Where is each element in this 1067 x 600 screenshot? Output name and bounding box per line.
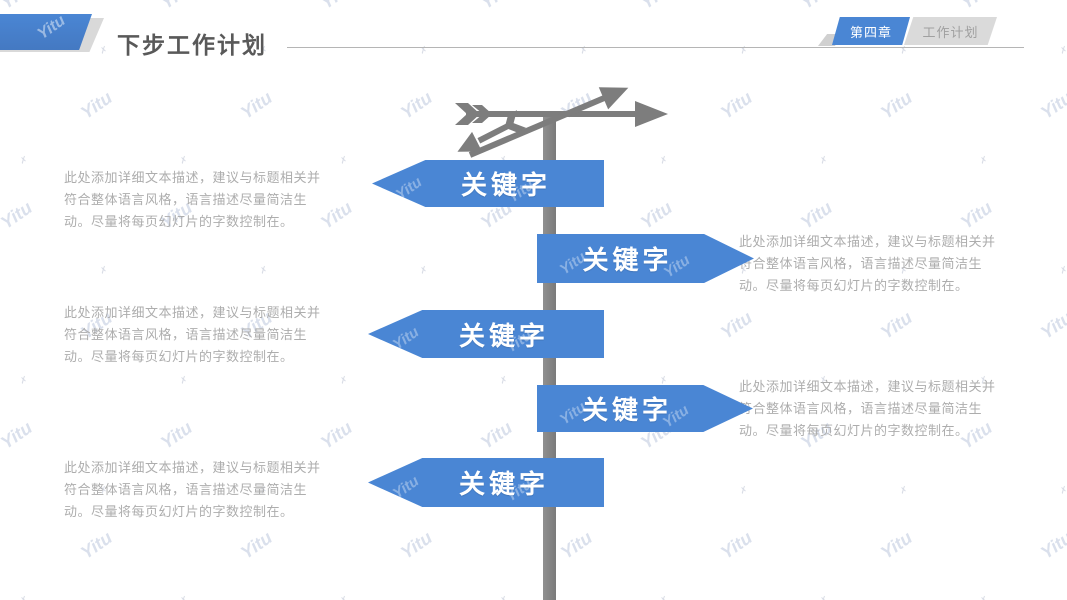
watermark-mark: ✗: [738, 484, 749, 497]
sign-board-2: Yitu Yitu 关键字: [537, 234, 754, 283]
watermark: Yitu: [956, 197, 996, 233]
logo-ribbon: Yitu: [0, 14, 92, 50]
watermark: Yitu: [716, 527, 756, 563]
watermark: Yitu: [389, 472, 422, 503]
watermark-mark: ✗: [978, 154, 989, 167]
watermark-mark: ✗: [1058, 484, 1067, 497]
watermark: Yitu: [476, 417, 516, 453]
watermark-mark: ✗: [818, 594, 829, 600]
watermark: Yitu: [389, 323, 422, 354]
watermark-mark: ✗: [498, 374, 509, 387]
watermark: Yitu: [876, 527, 916, 563]
watermark: Yitu: [637, 0, 676, 14]
watermark: Yitu: [76, 527, 116, 563]
watermark-mark: ✗: [338, 594, 349, 600]
watermark: Yitu: [797, 0, 836, 14]
watermark-mark: ✗: [418, 44, 429, 57]
watermark: Yitu: [34, 14, 69, 44]
watermark: Yitu: [156, 417, 196, 453]
watermark: Yitu: [0, 0, 36, 14]
watermark-mark: ✗: [338, 374, 349, 387]
watermark-mark: ✗: [658, 594, 669, 600]
watermark: Yitu: [1036, 527, 1067, 563]
watermark: Yitu: [556, 527, 596, 563]
sign-label: 关键字: [458, 320, 549, 351]
watermark-mark: ✗: [818, 154, 829, 167]
watermark: Yitu: [716, 307, 756, 343]
watermark-mark: ✗: [498, 594, 509, 600]
watermark: Yitu: [236, 527, 276, 563]
watermark: Yitu: [716, 87, 756, 123]
watermark: Yitu: [1036, 307, 1067, 343]
paragraph-right-2: 此处添加详细文本描述，建议与标题相关并符合整体语言风格，语言描述尽量简洁生动。尽…: [739, 379, 996, 438]
paragraph-left-3: 此处添加详细文本描述，建议与标题相关并符合整体语言风格，语言描述尽量简洁生动。尽…: [64, 460, 321, 519]
watermark: Yitu: [396, 527, 436, 563]
watermark: Yitu: [636, 197, 676, 233]
watermark-mark: ✗: [418, 264, 429, 277]
paragraph-left-2: 此处添加详细文本描述，建议与标题相关并符合整体语言风格，语言描述尽量简洁生动。尽…: [64, 305, 321, 364]
watermark: Yitu: [876, 87, 916, 123]
watermark-mark: ✗: [18, 374, 29, 387]
sign-board-4: Yitu Yitu 关键字: [537, 385, 753, 432]
watermark-mark: ✗: [178, 374, 189, 387]
watermark-mark: ✗: [1058, 44, 1067, 57]
watermark: Yitu: [317, 0, 356, 14]
sign-board-1: Yitu Yitu 关键字: [372, 160, 604, 207]
watermark: Yitu: [477, 0, 516, 14]
watermark: Yitu: [0, 197, 36, 233]
section-tab-workplan: 工作计划: [904, 17, 997, 45]
watermark-mark: ✗: [98, 264, 109, 277]
watermark-mark: ✗: [18, 154, 29, 167]
section-tab-label: 第四章: [849, 24, 892, 40]
paragraph-right-1: 此处添加详细文本描述，建议与标题相关并符合整体语言风格，语言描述尽量简洁生动。尽…: [739, 234, 996, 293]
watermark-mark: ✗: [738, 44, 749, 57]
watermark-mark: ✗: [98, 44, 109, 57]
watermark: Yitu: [236, 87, 276, 123]
section-tab-label: 工作计划: [922, 24, 979, 40]
watermark: Yitu: [316, 417, 356, 453]
watermark-mark: ✗: [18, 594, 29, 600]
watermark: Yitu: [957, 0, 996, 14]
sign-label: 关键字: [458, 469, 549, 499]
watermark: Yitu: [876, 307, 916, 343]
sign-label: 关键字: [581, 395, 672, 425]
title-divider-line: [287, 47, 1024, 48]
sign-label: 关键字: [582, 245, 673, 275]
wind-vane-arrows-icon: [455, 87, 668, 158]
watermark: Yitu: [796, 197, 836, 233]
watermark-mark: ✗: [898, 484, 909, 497]
watermark-mark: ✗: [258, 264, 269, 277]
watermark-mark: ✗: [978, 594, 989, 600]
watermark-mark: ✗: [1058, 264, 1067, 277]
paragraph-left-1: 此处添加详细文本描述，建议与标题相关并符合整体语言风格，语言描述尽量简洁生动。尽…: [64, 170, 321, 229]
sign-board-3: Yitu Yitu 关键字: [368, 310, 604, 358]
watermark-mark: ✗: [578, 44, 589, 57]
watermark: Yitu: [0, 417, 36, 453]
watermark: Yitu: [392, 173, 426, 204]
sign-label: 关键字: [460, 170, 551, 200]
watermark: Yitu: [157, 0, 196, 14]
watermark-mark: ✗: [178, 154, 189, 167]
watermark-mark: ✗: [898, 44, 909, 57]
watermark-mark: ✗: [338, 154, 349, 167]
page-title: 下步工作计划: [117, 32, 267, 58]
sign-board-5: Yitu Yitu 关键字: [368, 458, 604, 507]
section-tab-chapter: 第四章: [832, 17, 910, 45]
watermark: Yitu: [76, 87, 116, 123]
watermark: Yitu: [1036, 87, 1067, 123]
watermark-mark: ✗: [178, 594, 189, 600]
